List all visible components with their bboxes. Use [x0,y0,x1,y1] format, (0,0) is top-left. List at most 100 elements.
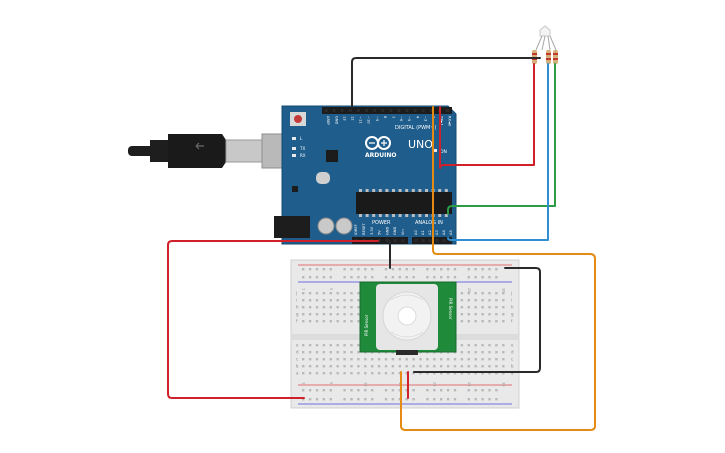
digital-pin[interactable] [429,109,433,112]
breadboard-hole[interactable] [329,299,332,302]
rail-hole[interactable] [481,276,484,279]
rail-hole[interactable] [405,276,408,279]
breadboard-hole[interactable] [315,344,319,347]
rail-hole[interactable] [322,389,326,392]
rail-hole[interactable] [308,268,312,271]
rail-hole[interactable] [302,276,305,279]
rail-hole[interactable] [364,268,367,271]
breadboard-hole[interactable] [467,313,470,316]
rail-hole[interactable] [433,389,436,392]
rail-hole[interactable] [350,389,353,392]
rail-hole[interactable] [440,398,443,401]
rail-hole[interactable] [440,268,443,271]
breadboard-hole[interactable] [467,292,470,295]
rail-hole[interactable] [495,389,498,392]
rail-hole[interactable] [384,276,388,279]
breadboard-hole[interactable] [350,372,353,375]
breadboard-hole[interactable] [364,358,367,361]
rail-hole[interactable] [453,398,457,401]
rail-hole[interactable] [371,276,374,279]
rail-hole[interactable] [474,276,477,279]
rail-hole[interactable] [433,398,436,401]
breadboard-hole[interactable] [302,365,305,368]
breadboard-hole[interactable] [384,365,388,368]
breadboard-hole[interactable] [336,372,339,375]
breadboard-hole[interactable] [433,358,436,361]
breadboard-hole[interactable] [495,372,498,375]
rail-hole[interactable] [405,398,408,401]
breadboard-hole[interactable] [343,306,346,309]
rail-hole[interactable] [384,389,388,392]
breadboard-hole[interactable] [384,358,388,361]
breadboard-hole[interactable] [398,365,401,368]
rail-hole[interactable] [481,389,484,392]
power-pin[interactable] [377,239,381,242]
breadboard-hole[interactable] [405,365,408,368]
rail-hole[interactable] [412,268,415,271]
rail-hole[interactable] [391,276,395,279]
rail-hole[interactable] [329,398,332,401]
rail-hole[interactable] [474,389,477,392]
analog-pin[interactable] [435,239,439,242]
breadboard-hole[interactable] [329,306,332,309]
breadboard-hole[interactable] [440,372,443,375]
rail-hole[interactable] [343,276,346,279]
rail-hole[interactable] [302,389,305,392]
breadboard-hole[interactable] [308,358,312,361]
breadboard-hole[interactable] [495,299,498,302]
rail-hole[interactable] [398,268,401,271]
breadboard-hole[interactable] [488,365,491,368]
rail-hole[interactable] [488,276,491,279]
breadboard-hole[interactable] [322,365,326,368]
rail-hole[interactable] [308,276,312,279]
rail-hole[interactable] [391,398,395,401]
breadboard-hole[interactable] [398,372,401,375]
digital-pin[interactable] [389,109,393,112]
breadboard-hole[interactable] [419,358,422,361]
breadboard-hole[interactable] [481,351,484,354]
breadboard-hole[interactable] [315,306,319,309]
breadboard-hole[interactable] [426,365,429,368]
breadboard-hole[interactable] [343,344,346,347]
rail-hole[interactable] [488,398,491,401]
breadboard-hole[interactable] [481,299,484,302]
breadboard-hole[interactable] [488,292,491,295]
breadboard-hole[interactable] [308,299,312,302]
breadboard-hole[interactable] [446,365,450,368]
breadboard-hole[interactable] [433,372,436,375]
breadboard-hole[interactable] [371,372,374,375]
breadboard-hole[interactable] [357,344,360,347]
breadboard-hole[interactable] [502,365,505,368]
breadboard-hole[interactable] [364,365,367,368]
breadboard-hole[interactable] [308,313,312,316]
rail-hole[interactable] [467,389,470,392]
rail-hole[interactable] [405,389,408,392]
breadboard-hole[interactable] [495,344,498,347]
breadboard-hole[interactable] [467,299,470,302]
breadboard-hole[interactable] [446,372,450,375]
breadboard-hole[interactable] [384,372,388,375]
rail-hole[interactable] [308,389,312,392]
breadboard-hole[interactable] [460,313,464,316]
breadboard-hole[interactable] [308,306,312,309]
rail-hole[interactable] [364,276,367,279]
wire-orange-signal[interactable] [400,106,596,431]
breadboard-hole[interactable] [488,320,491,323]
breadboard-hole[interactable] [467,365,470,368]
rail-hole[interactable] [453,276,457,279]
power-pin[interactable] [393,239,397,242]
breadboard-hole[interactable] [336,306,339,309]
breadboard-hole[interactable] [336,320,339,323]
rail-hole[interactable] [322,276,326,279]
digital-pin[interactable] [397,109,401,112]
breadboard-hole[interactable] [433,365,436,368]
breadboard-hole[interactable] [460,372,464,375]
breadboard-hole[interactable] [474,320,477,323]
digital-pin[interactable] [373,109,377,112]
breadboard-hole[interactable] [329,344,332,347]
rail-hole[interactable] [426,268,429,271]
rail-hole[interactable] [343,389,346,392]
breadboard-hole[interactable] [302,299,305,302]
breadboard-hole[interactable] [302,372,305,375]
wire-red-5v[interactable] [167,240,379,399]
